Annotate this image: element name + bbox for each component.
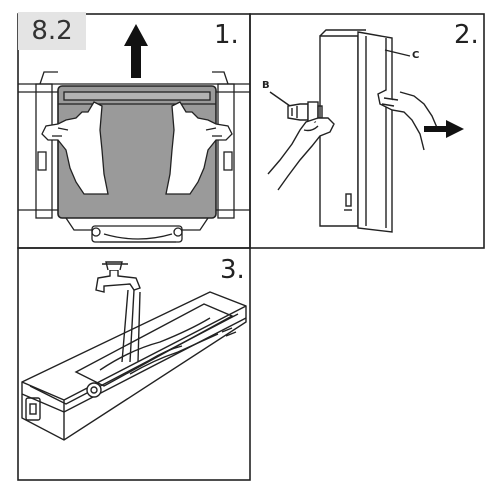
panel-grid — [17, 13, 485, 481]
arrow-right-icon — [424, 120, 464, 138]
panel-2-illustration — [267, 29, 439, 233]
panel-3-illustration — [21, 289, 247, 441]
step-1-number: 1. — [214, 20, 239, 50]
part-label-c: C — [412, 50, 420, 61]
step-3-number: 3. — [220, 255, 245, 285]
arrow-up-icon — [124, 24, 148, 78]
water-tap-icon — [95, 261, 141, 293]
panel-1-illustration — [18, 71, 250, 243]
step-2-number: 2. — [454, 20, 479, 50]
part-label-b: B — [262, 80, 270, 91]
section-number: 8.2 — [18, 12, 86, 50]
